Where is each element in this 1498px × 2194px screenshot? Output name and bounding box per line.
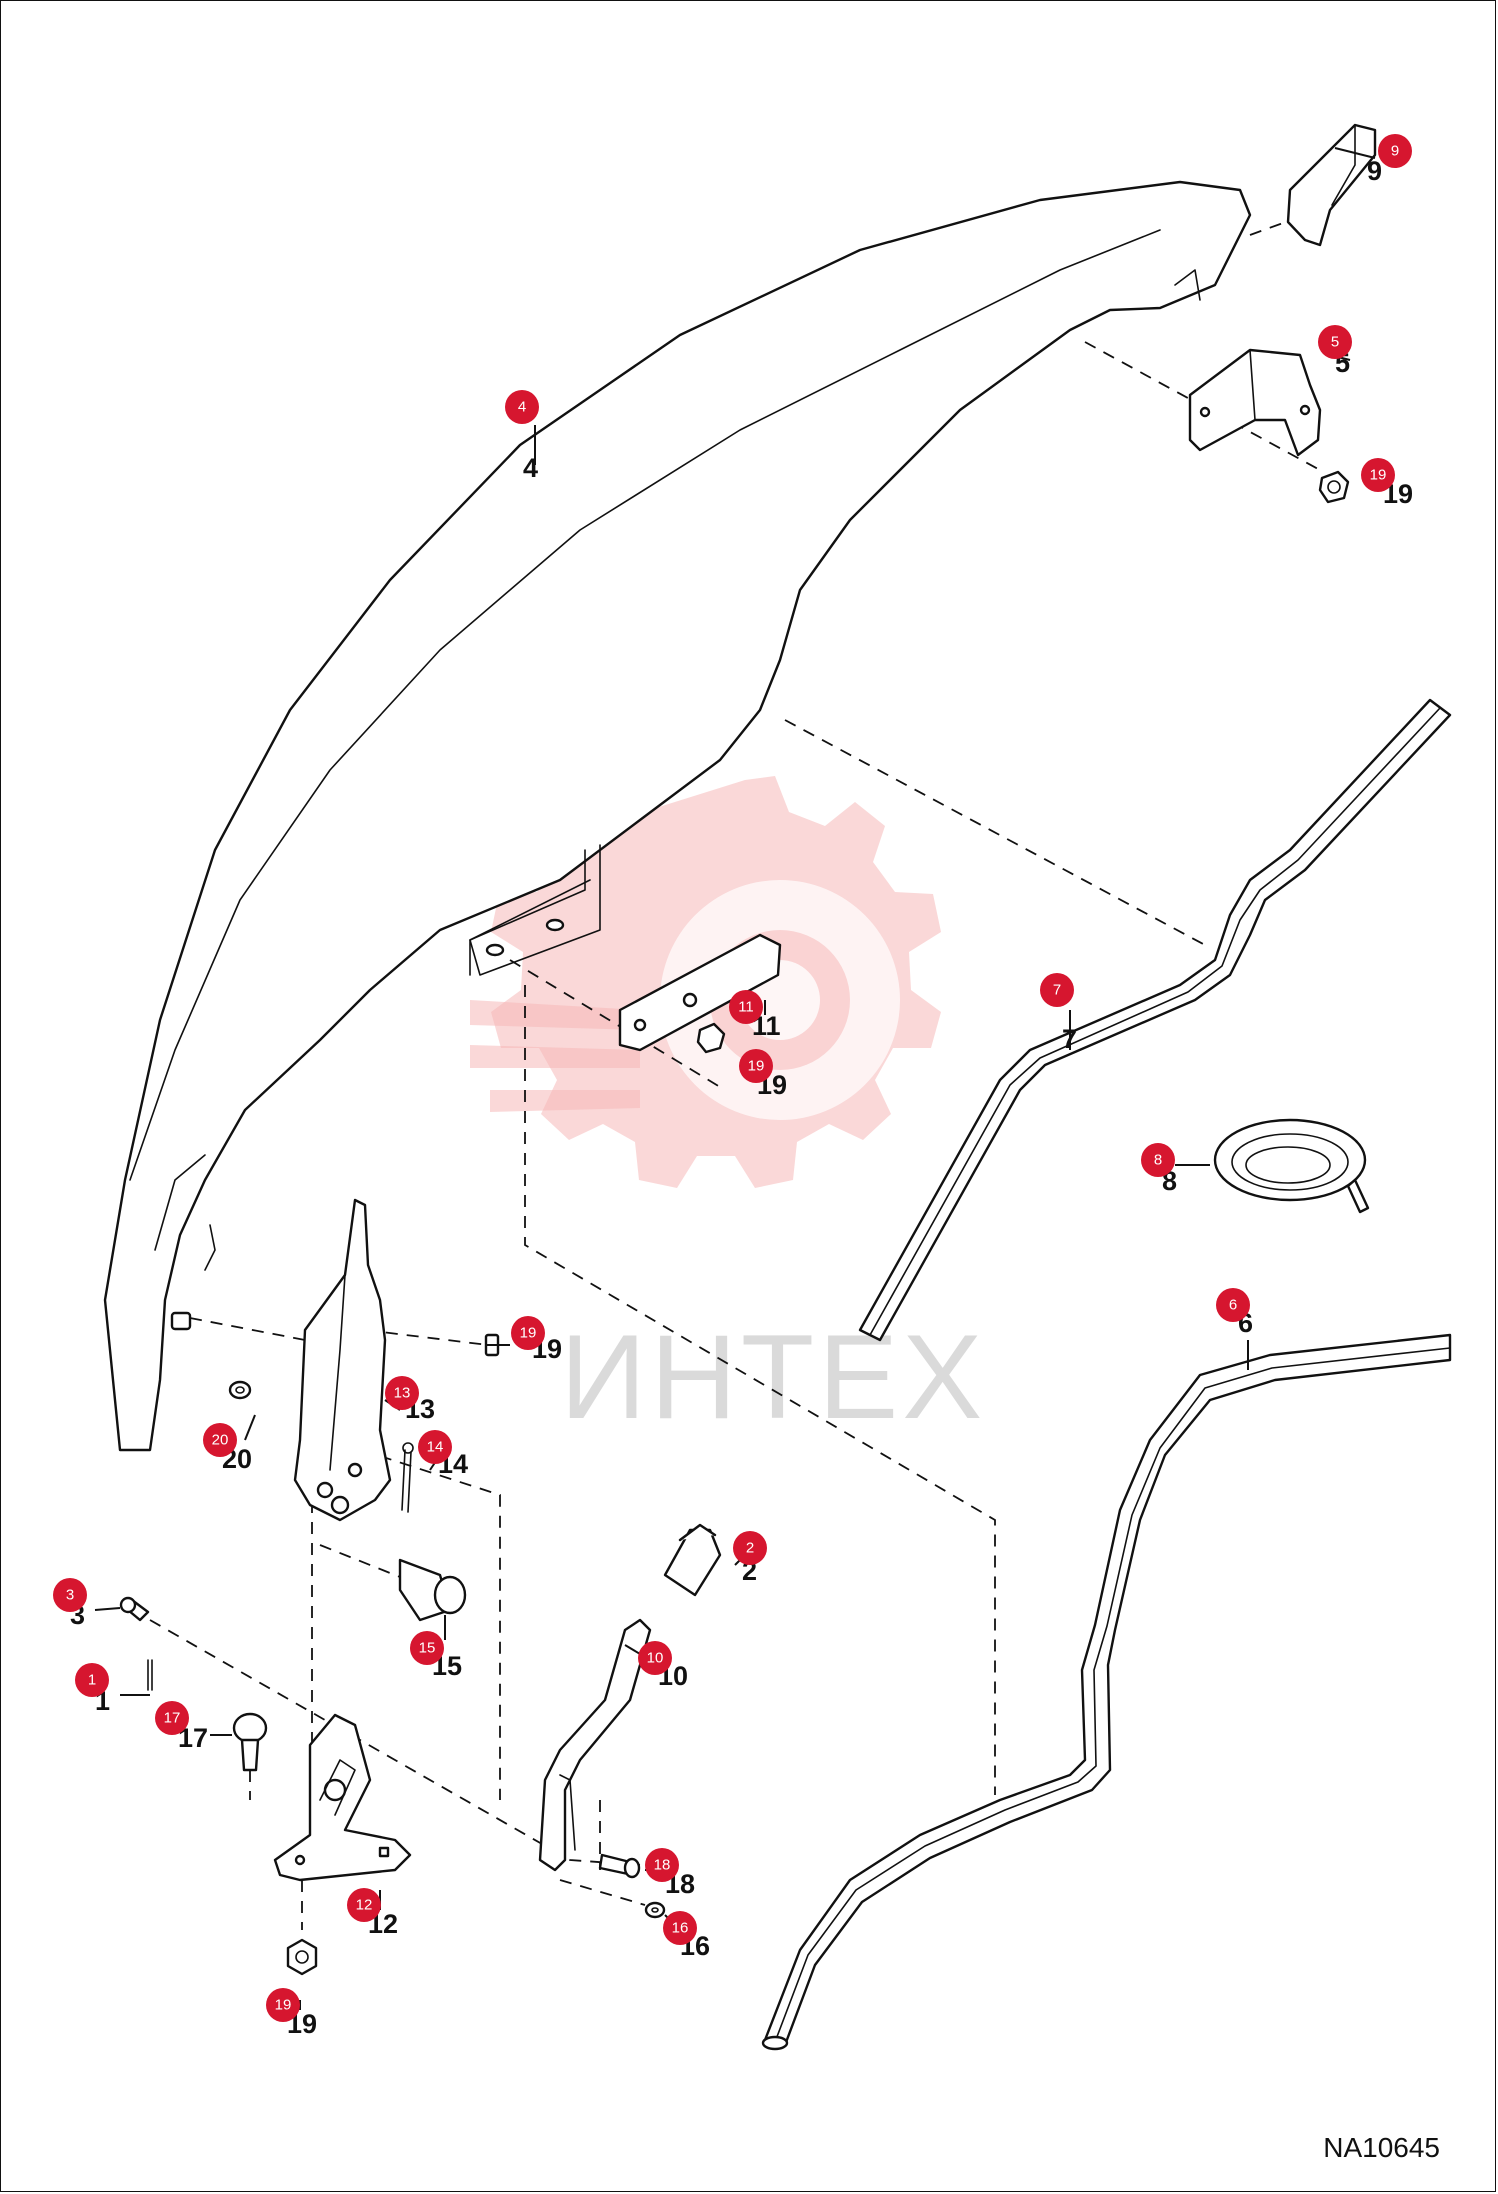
part-seal-strip-lower — [761, 1333, 1452, 2051]
svg-text:13: 13 — [394, 1385, 411, 1402]
svg-text:15: 15 — [419, 1640, 436, 1657]
badge-10[interactable]: 10 — [638, 1641, 672, 1675]
svg-text:19: 19 — [275, 1997, 292, 2014]
part-cotter-pin — [401, 1442, 414, 1513]
svg-text:19: 19 — [748, 1058, 765, 1075]
part-screw — [598, 1853, 641, 1879]
part-washer-20 — [228, 1380, 252, 1400]
part-trim-cap — [1286, 123, 1377, 247]
svg-text:1: 1 — [88, 1672, 96, 1689]
svg-text:14: 14 — [427, 1439, 444, 1456]
badge-1[interactable]: 1 — [75, 1663, 109, 1697]
part-latch-arm — [293, 1198, 392, 1522]
svg-text:19: 19 — [520, 1325, 537, 1342]
badge-19a[interactable]: 19 — [1361, 458, 1395, 492]
svg-text:18: 18 — [654, 1857, 671, 1874]
part-pin-1 — [147, 1659, 153, 1691]
svg-text:9: 9 — [1391, 143, 1399, 160]
callout-4-number: 4 — [523, 453, 538, 483]
callout-7-number: 7 — [1062, 1024, 1077, 1054]
svg-text:3: 3 — [66, 1587, 74, 1604]
badge-20[interactable]: 20 — [203, 1423, 237, 1457]
badge-19d[interactable]: 19 — [266, 1988, 300, 2022]
badge-15[interactable]: 15 — [410, 1631, 444, 1665]
part-handle-lever — [538, 1618, 652, 1872]
part-bracket — [1188, 348, 1322, 457]
badge-19b[interactable]: 19 — [739, 1049, 773, 1083]
svg-text:7: 7 — [1053, 982, 1061, 999]
badge-2[interactable]: 2 — [733, 1531, 767, 1565]
part-seal-strip-upper — [858, 698, 1452, 1342]
badge-16[interactable]: 16 — [663, 1911, 697, 1945]
svg-text:2: 2 — [746, 1540, 754, 1557]
svg-text:19: 19 — [1370, 467, 1387, 484]
badge-14[interactable]: 14 — [418, 1430, 452, 1464]
svg-text:20: 20 — [212, 1432, 229, 1449]
svg-text:11: 11 — [738, 999, 754, 1016]
svg-text:16: 16 — [672, 1920, 689, 1937]
badge-5[interactable]: 5 — [1318, 325, 1352, 359]
part-striker-plate — [618, 933, 782, 1054]
part-nut-top — [1318, 470, 1350, 504]
badge-17[interactable]: 17 — [155, 1701, 189, 1735]
part-coiled-seal — [1213, 1118, 1370, 1214]
part-knob — [663, 1523, 722, 1597]
watermark-text: ИНТЕХ — [560, 1310, 986, 1444]
part-bolt-3 — [119, 1596, 150, 1622]
part-door-panel — [103, 180, 1252, 1452]
svg-text:8: 8 — [1154, 1152, 1162, 1169]
badge-9[interactable]: 9 — [1378, 134, 1412, 168]
part-washer-16 — [644, 1901, 666, 1919]
svg-text:5: 5 — [1331, 334, 1339, 351]
callout-9-number: 9 — [1367, 156, 1382, 186]
svg-text:17: 17 — [164, 1710, 181, 1727]
svg-text:6: 6 — [1229, 1297, 1237, 1314]
svg-text:12: 12 — [356, 1897, 373, 1914]
badge-13[interactable]: 13 — [385, 1376, 419, 1410]
badge-19c[interactable]: 19 — [511, 1316, 545, 1350]
badge-8[interactable]: 8 — [1141, 1143, 1175, 1177]
badge-6[interactable]: 6 — [1216, 1288, 1250, 1322]
part-nut-bottom — [286, 1938, 318, 1976]
badge-12[interactable]: 12 — [347, 1888, 381, 1922]
badge-3[interactable]: 3 — [53, 1578, 87, 1612]
badge-7[interactable]: 7 — [1040, 973, 1074, 1007]
svg-text:4: 4 — [518, 399, 526, 416]
part-plunger — [232, 1712, 268, 1772]
badge-4[interactable]: 4 — [505, 390, 539, 424]
callout-badges: 4 9 5 19 11 19 7 8 6 19 13 14 20 15 3 1 … — [53, 134, 1412, 2022]
part-pin — [398, 1558, 467, 1622]
badge-11[interactable]: 11 — [729, 990, 763, 1024]
part-latch — [273, 1713, 412, 1882]
badge-18[interactable]: 18 — [645, 1848, 679, 1882]
reference-code: NA10645 — [1323, 2132, 1440, 2163]
svg-text:10: 10 — [647, 1650, 664, 1667]
